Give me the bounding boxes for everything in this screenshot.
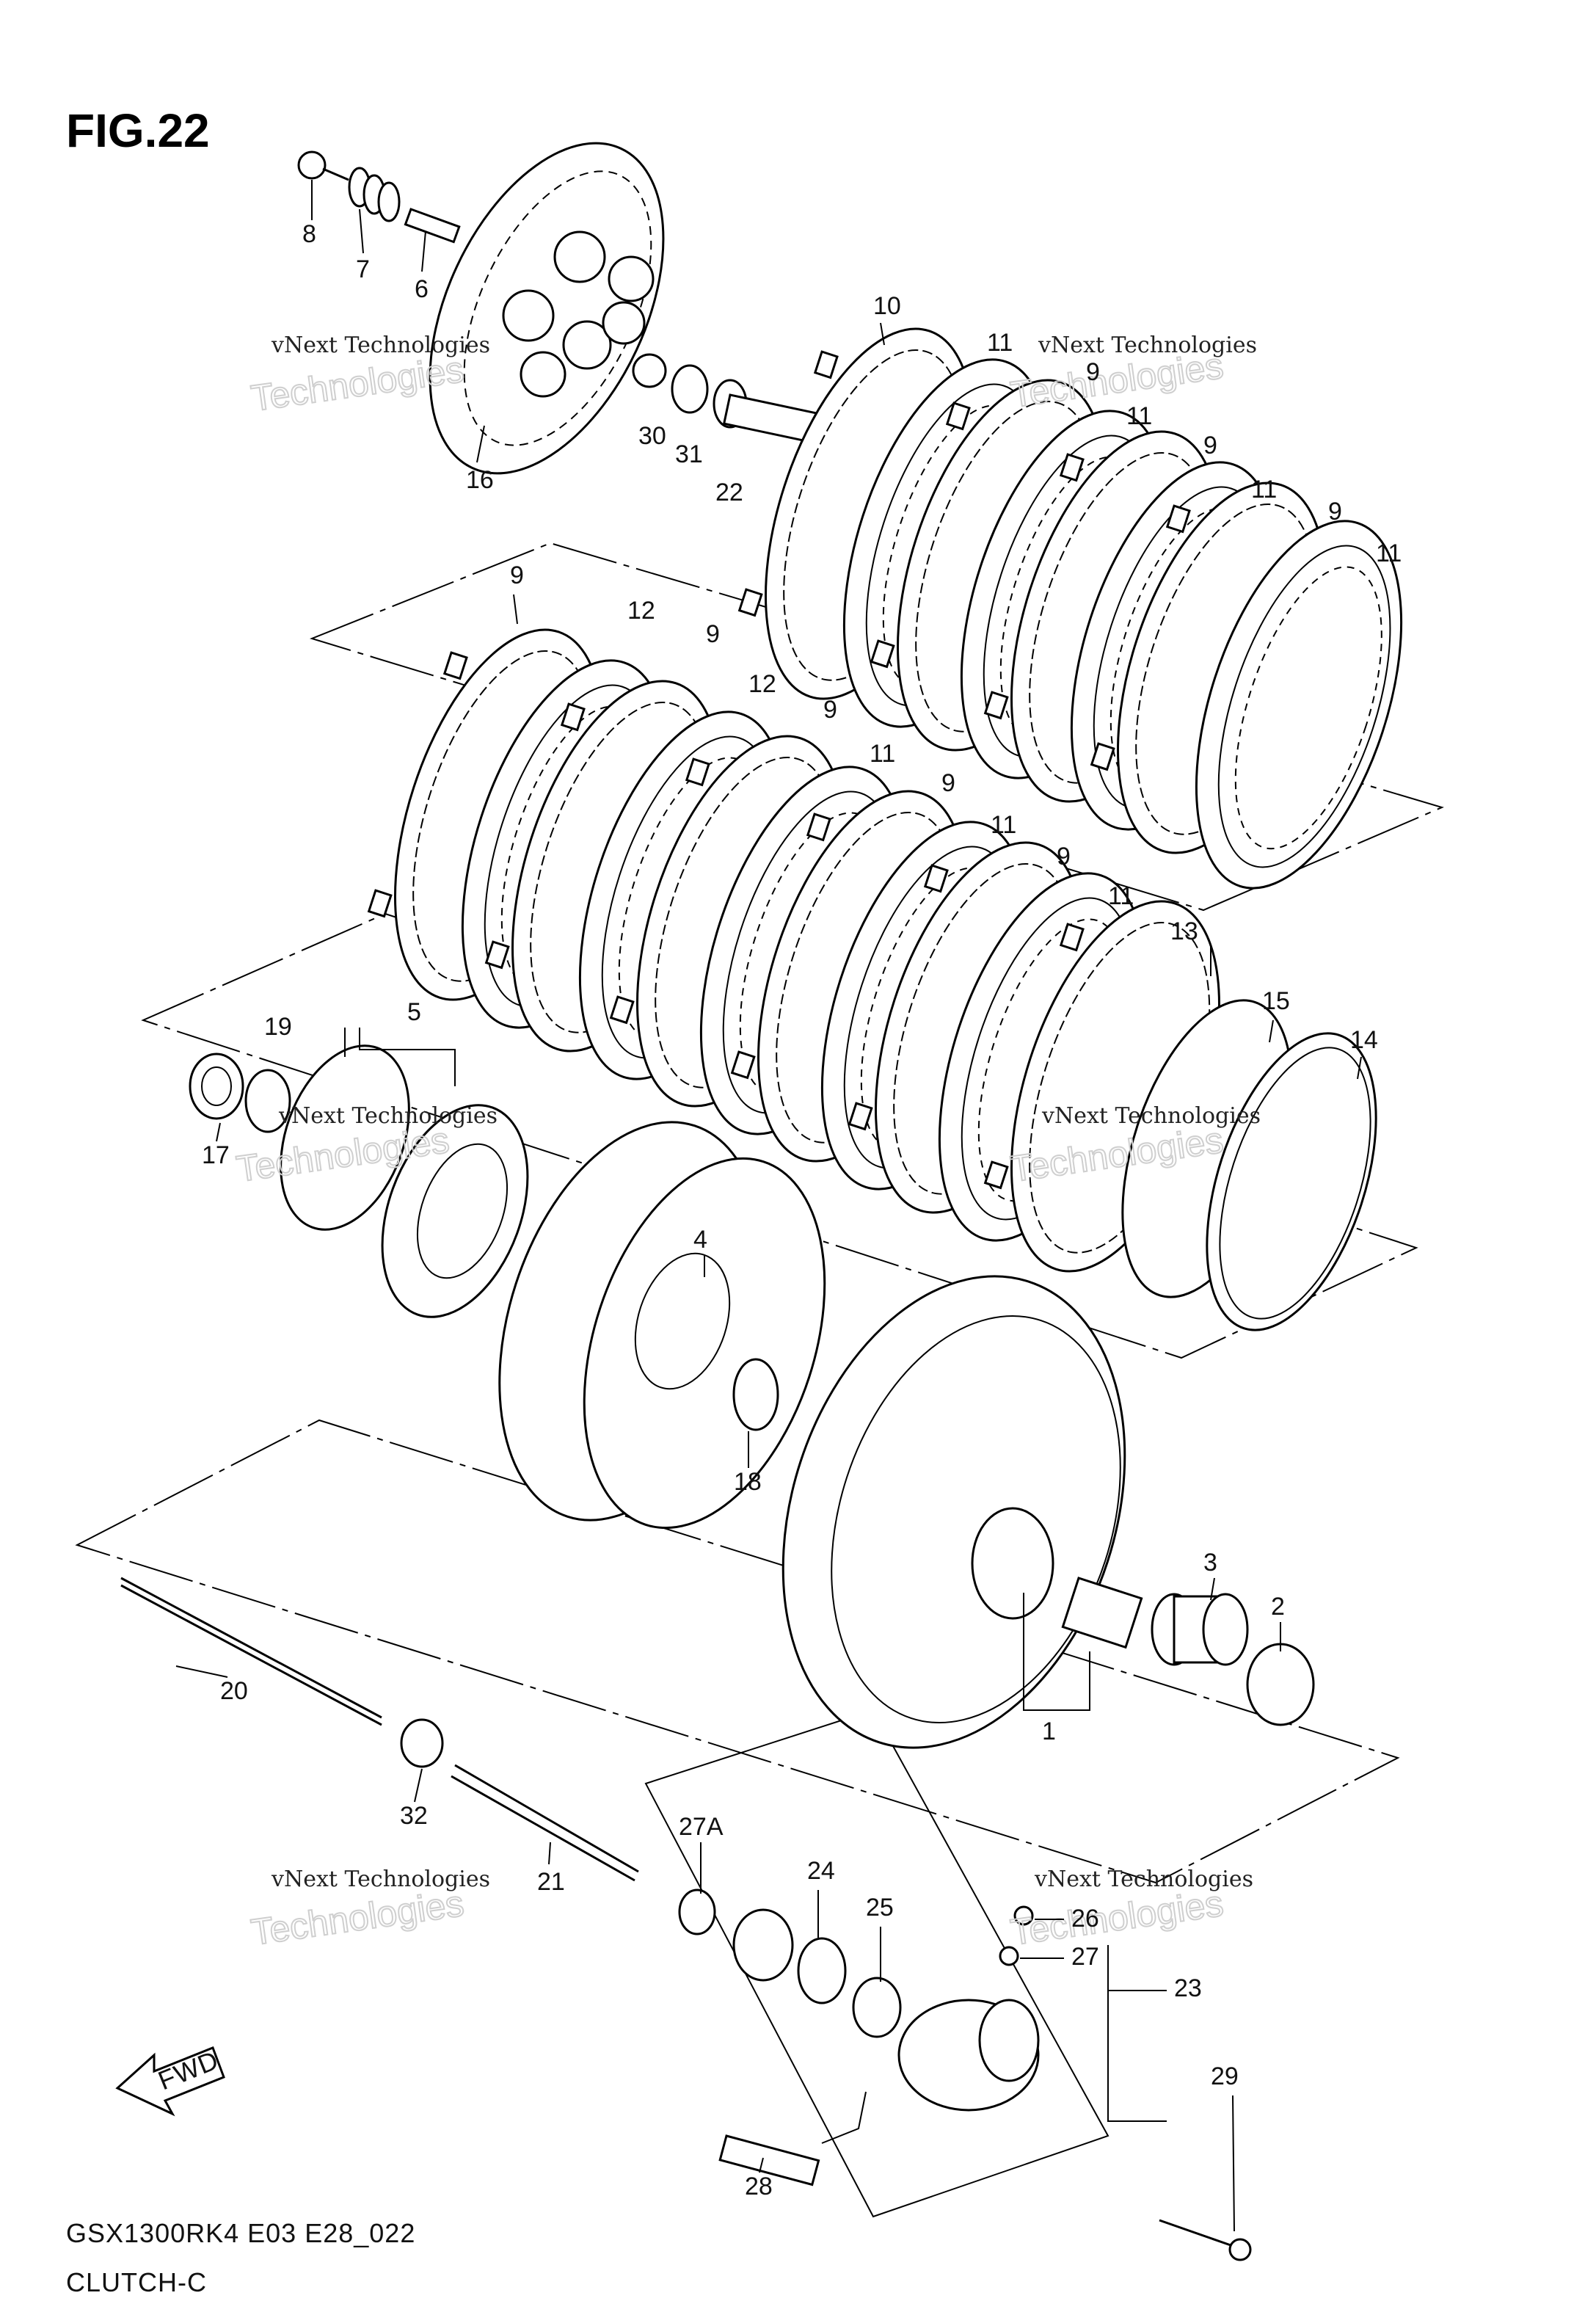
spacer-2 [1246, 1643, 1315, 1726]
seal-24-piston [732, 1908, 794, 1982]
part-label-20: 20 [220, 1677, 248, 1705]
bolt-spring-assembly [297, 150, 461, 244]
part-label-19: 19 [264, 1013, 292, 1041]
figure-title: FIG.22 [66, 104, 210, 157]
part-label-9: 9 [706, 620, 720, 648]
part-label-11: 11 [987, 329, 1013, 357]
part-label-13: 13 [1170, 917, 1198, 945]
part-labels: 8 7 6 16 30 31 22 10 11 9 11 9 11 9 11 9… [202, 220, 1402, 2200]
part-label-23: 23 [1174, 1974, 1202, 2002]
svg-text:Technologies: Technologies [1008, 1883, 1226, 1953]
bracket-5 [280, 1044, 529, 1318]
part-label-27: 27 [1071, 1943, 1099, 1971]
part-label-30: 30 [638, 422, 666, 450]
part-label-18: 18 [734, 1468, 762, 1496]
part-label-7: 7 [356, 255, 370, 283]
part-label-11: 11 [991, 811, 1016, 839]
svg-text:Technologies: Technologies [249, 1883, 467, 1953]
part-label-22: 22 [715, 479, 743, 506]
part-label-9: 9 [1203, 432, 1217, 459]
part-label-9: 9 [941, 769, 955, 797]
plate-group-frame-2 [141, 912, 1418, 1359]
bleeder-26 [1013, 1905, 1034, 1926]
part-label-5: 5 [407, 998, 421, 1026]
part-label-11: 11 [1108, 882, 1134, 910]
bearing-31 [671, 364, 709, 414]
part-label-4: 4 [693, 1226, 707, 1254]
bolt-29 [1159, 2219, 1234, 2247]
svg-text:vNext Technologies: vNext Technologies [1041, 1103, 1261, 1129]
clutch-sleeve-hub-4 [498, 1121, 826, 1530]
basket-group-frame [75, 1419, 1400, 1884]
dowel-pin-28 [718, 2134, 820, 2186]
part-label-1: 1 [1042, 1717, 1056, 1745]
leader-lines [175, 180, 1362, 2232]
washer-30 [632, 353, 667, 388]
part-label-26: 26 [1071, 1905, 1099, 1933]
part-label-9: 9 [823, 696, 837, 724]
part-label-9: 9 [1328, 498, 1342, 526]
push-rod-20 [120, 1577, 382, 1719]
part-label-27A: 27A [679, 1813, 724, 1841]
part-label-16: 16 [466, 466, 494, 494]
cap-27 [999, 1946, 1019, 1966]
part-label-12: 12 [748, 670, 776, 698]
part-label-24: 24 [807, 1857, 835, 1885]
section-name: CLUTCH-C [66, 2267, 207, 2297]
part-label-11: 11 [1376, 539, 1402, 567]
model-code: GSX1300RK4 E03 E28_022 [66, 2218, 415, 2248]
part-label-9: 9 [510, 561, 524, 589]
seal-24 [797, 1937, 847, 2004]
part-label-25: 25 [866, 1894, 894, 1922]
part-label-29: 29 [1211, 2062, 1239, 2090]
svg-text:vNext Technologies: vNext Technologies [278, 1103, 498, 1129]
pressure-plate [429, 142, 665, 475]
washer-19 [244, 1069, 291, 1133]
part-label-32: 32 [400, 1802, 428, 1830]
part-label-9: 9 [1057, 843, 1071, 870]
part-label-14: 14 [1350, 1026, 1378, 1054]
part-label-9: 9 [1086, 358, 1100, 386]
part-label-11: 11 [1251, 476, 1277, 504]
part-label-10: 10 [873, 292, 901, 320]
part-label-31: 31 [675, 440, 703, 468]
oil-seal-32 [400, 1718, 444, 1768]
part-label-8: 8 [302, 220, 316, 248]
svg-text:vNext Technologies: vNext Technologies [271, 1866, 490, 1892]
piston-27A [678, 1889, 716, 1935]
svg-text:vNext Technologies: vNext Technologies [271, 332, 490, 358]
part-label-6: 6 [415, 275, 429, 303]
svg-text:vNext Technologies: vNext Technologies [1038, 332, 1257, 358]
push-rod-21 [454, 1764, 639, 1873]
svg-text:vNext Technologies: vNext Technologies [1034, 1866, 1253, 1892]
part-label-2: 2 [1271, 1593, 1285, 1621]
part-label-15: 15 [1262, 987, 1290, 1015]
part-label-11: 11 [870, 740, 895, 768]
spring-25 [852, 1977, 902, 2038]
primary-driven-gear-1 [781, 1275, 1143, 1749]
release-cylinder-23 [897, 1999, 1040, 2112]
part-label-11: 11 [1126, 402, 1152, 430]
needle-bearing-3 [1151, 1593, 1249, 1666]
part-label-12: 12 [627, 597, 655, 625]
bearing-17 [189, 1053, 244, 1120]
fwd-arrow-icon: FWD [115, 2045, 225, 2117]
part-label-28: 28 [745, 2173, 773, 2200]
part-label-17: 17 [202, 1141, 230, 1169]
part-label-21: 21 [537, 1868, 565, 1896]
washer-18 [732, 1358, 779, 1431]
release-cylinder-frame [644, 1709, 1109, 2218]
part-label-3: 3 [1203, 1549, 1217, 1577]
